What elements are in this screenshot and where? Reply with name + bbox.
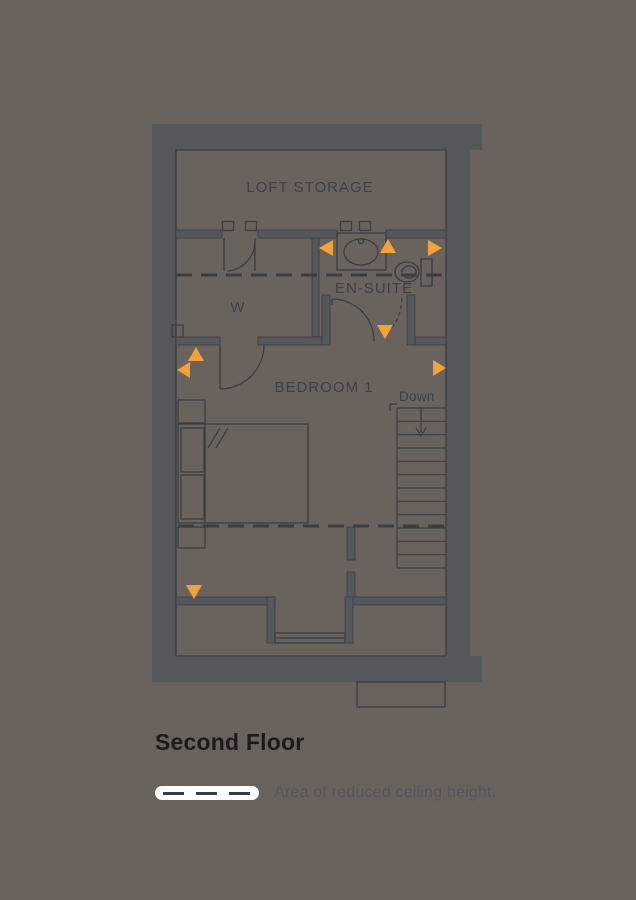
wall-bottom bbox=[152, 656, 482, 682]
reduced-ceiling-lines bbox=[176, 273, 446, 528]
toilet-bowl-inner bbox=[401, 265, 417, 279]
toilet-cistern bbox=[420, 258, 433, 287]
doors bbox=[219, 238, 403, 390]
pillow bbox=[180, 427, 205, 473]
bed-fold-line bbox=[215, 427, 229, 449]
interior-walls bbox=[171, 220, 447, 708]
dashed-line-icon bbox=[163, 791, 251, 795]
stairs-down-label: Down bbox=[399, 389, 435, 404]
ensuite-fixtures bbox=[336, 232, 433, 287]
dormer-wall bbox=[266, 596, 276, 644]
toilet-bowl bbox=[394, 261, 420, 283]
sink-tap bbox=[357, 237, 365, 245]
marker-ensuite-up-icon bbox=[380, 239, 396, 253]
room-label-loft-storage: LOFT STORAGE bbox=[246, 179, 373, 196]
legend: Area of reduced ceiling height. bbox=[155, 784, 496, 802]
bedside-table bbox=[177, 399, 206, 424]
marker-bedroom-left-icon bbox=[177, 362, 190, 378]
wall-left bbox=[152, 124, 176, 682]
lower-wall-left bbox=[175, 596, 276, 606]
staircase bbox=[389, 403, 446, 569]
door-jamb bbox=[244, 220, 258, 232]
reduced-ceiling-swatch-icon bbox=[155, 786, 259, 800]
door-jamb bbox=[358, 220, 372, 232]
window-markers bbox=[177, 239, 446, 599]
wall-right bbox=[446, 150, 470, 656]
lower-wall-right bbox=[344, 596, 447, 606]
bedroom-door-swing bbox=[219, 344, 265, 390]
bed bbox=[177, 423, 309, 524]
marker-ensuite-door-down-icon bbox=[377, 325, 393, 339]
marker-bottom-down-icon bbox=[186, 585, 202, 599]
legend-text: Area of reduced ceiling height. bbox=[274, 784, 497, 801]
loft-wall-seg bbox=[257, 229, 338, 239]
room-label-en-suite: EN-SUITE bbox=[335, 280, 413, 297]
landing-wall bbox=[346, 526, 356, 561]
room-label-wardrobe: W bbox=[230, 299, 245, 316]
stair-corner-tick bbox=[389, 403, 397, 411]
ensuite-door-stub bbox=[406, 294, 416, 346]
dormer-wall bbox=[344, 596, 354, 644]
ensuite-west-wall bbox=[311, 237, 320, 338]
door-jamb bbox=[221, 220, 235, 232]
loft-wall-seg bbox=[385, 229, 447, 239]
bed-fold-line bbox=[207, 427, 221, 449]
wall-notch bbox=[171, 324, 184, 338]
ensuite-door-swing bbox=[331, 298, 375, 342]
loft-wall-seg bbox=[175, 229, 223, 239]
stair-direction-arrowhead bbox=[415, 427, 427, 438]
bedroom-wall-seg bbox=[414, 336, 447, 346]
inner-wall-outline bbox=[175, 149, 447, 657]
ensuite-door-stub bbox=[321, 294, 331, 346]
ensuite-door-indicator bbox=[387, 297, 403, 332]
marker-ensuite-left-icon bbox=[319, 240, 333, 256]
outer-walls bbox=[152, 124, 482, 682]
exterior-recess bbox=[356, 681, 446, 708]
door-jamb bbox=[339, 220, 353, 232]
bedroom-wall-seg bbox=[175, 336, 221, 346]
bedroom-furniture bbox=[177, 399, 309, 549]
closet-door-swing bbox=[227, 241, 256, 272]
marker-bedroom-up-icon bbox=[188, 347, 204, 361]
floor-title: Second Floor bbox=[155, 729, 305, 755]
room-labels: LOFT STORAGE EN-SUITE W BEDROOM 1 Down bbox=[230, 179, 434, 404]
wall-top bbox=[152, 124, 482, 150]
room-label-bedroom-1: BEDROOM 1 bbox=[274, 379, 373, 396]
marker-bedroom-right-icon bbox=[433, 360, 446, 376]
marker-ensuite-right-icon bbox=[428, 240, 442, 256]
bedside-table bbox=[177, 526, 206, 549]
pillow bbox=[180, 474, 205, 520]
bedroom-wall-seg bbox=[257, 336, 323, 346]
